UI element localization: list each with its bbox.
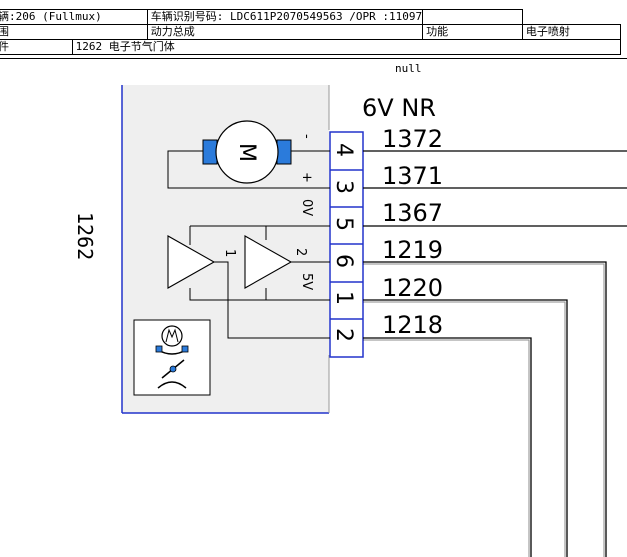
motor-brush-left (202, 139, 218, 165)
header-component-cell: 1262 电子节气门体 (71, 39, 622, 55)
motor-icon (215, 120, 279, 184)
wire-1372: 1372 (382, 125, 443, 153)
null-label: null (395, 62, 422, 75)
pin-5: 5 (331, 217, 356, 231)
pin-4: 4 (331, 143, 356, 157)
sensor2-label: 2 (293, 248, 308, 256)
connector-label: 6V NR (362, 94, 436, 122)
throttle-valve-icon (155, 325, 189, 389)
pin-3: 3 (331, 180, 356, 194)
pin-plus-label: + (299, 172, 314, 183)
header-function-value: 电子喷射 (521, 24, 622, 40)
sensor1-amplifier-icon (167, 235, 216, 289)
internal-wires (167, 150, 330, 339)
pin-0v-label: 0V (299, 199, 314, 216)
pin-2: 2 (331, 328, 356, 342)
motor-brush-right (276, 139, 292, 165)
wire-1371: 1371 (382, 162, 443, 190)
wire-1219: 1219 (382, 236, 443, 264)
pin-minus-label: - (299, 134, 314, 139)
external-wires (363, 150, 627, 557)
sensor1-label: 1 (222, 249, 237, 257)
component-code: 1262 (73, 212, 97, 260)
motor-label: M (234, 143, 259, 162)
pin-6: 6 (331, 254, 356, 268)
pin-5v-label: 5V (299, 273, 314, 290)
header-divider (0, 58, 627, 59)
wire-1367: 1367 (382, 199, 443, 227)
wire-1218: 1218 (382, 311, 443, 339)
wire-1220: 1220 (382, 274, 443, 302)
pin-1: 1 (331, 291, 356, 305)
header-table: 辆:206 (Fullmux) 车辆识别号码: LDC611P207054956… (0, 0, 627, 60)
sensor2-amplifier-icon (244, 235, 293, 289)
